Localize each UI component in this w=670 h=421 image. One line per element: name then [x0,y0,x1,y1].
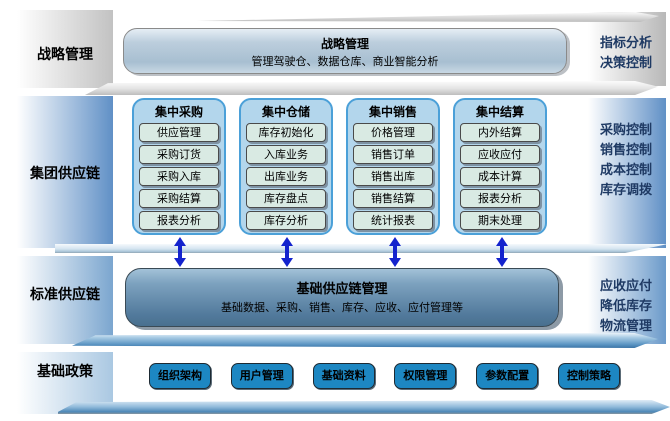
policy-button-org-structure: 组织架构 [149,363,211,389]
side-note-line: 降低库存 [599,299,652,314]
module-chip: 库存分析 [246,211,326,230]
module-chip: 期末处理 [460,211,540,230]
column-central-settlement: 集中结算 内外结算 应收应付 成本计算 报表分析 期末处理 [453,98,547,235]
base-box-subtitle: 基础数据、采购、销售、库存、应收、应付管理等 [221,301,463,314]
side-note-line: 库存调拨 [599,183,652,198]
module-chip: 销售订单 [353,145,433,164]
left-band-standard [17,256,113,344]
side-note-line: 指标分析 [599,36,652,51]
policy-button-permission-management: 权限管理 [394,363,457,389]
left-band-group [17,96,113,248]
double-arrow-icon [281,237,293,267]
module-chip: 入库业务 [246,145,326,164]
module-chip: 内外结算 [460,123,540,142]
strategy-management-box: 战略管理 管理驾驶仓、数据仓库、商业智能分析 [123,28,567,74]
divider-group-standard [55,244,668,253]
column-title: 集中仓储 [261,105,310,119]
side-note-strategy: 指标分析 决策控制 [586,34,666,74]
divider-strategy-group [85,81,658,95]
base-box-title: 基础供应链管理 [296,282,388,297]
base-supply-chain-box: 基础供应链管理 基础数据、采购、销售、库存、应收、应付管理等 [125,268,559,327]
right-band-group [588,98,666,248]
module-chip: 价格管理 [353,123,433,142]
side-note-line: 成本控制 [599,163,652,178]
column-title: 集中结算 [475,105,524,119]
side-note-line: 销售控制 [599,143,652,158]
module-chip: 采购结算 [139,189,219,208]
module-chip: 销售出库 [353,167,433,186]
side-note-line: 应收应付 [599,279,652,294]
column-central-purchasing: 集中采购 供应管理 采购订货 采购入库 采购结算 报表分析 [132,98,226,235]
policy-button-basic-data: 基础资料 [312,363,375,389]
strategy-box-title: 战略管理 [320,37,369,51]
right-band-strategy [588,12,666,86]
left-band-strategy [17,10,113,88]
module-chip: 出库业务 [246,167,326,186]
right-band-standard [588,256,666,344]
side-note-group: 采购控制 销售控制 成本控制 库存调拨 [586,121,666,201]
double-arrow-icon [174,237,186,267]
row-label-standard-supply-chain: 标准供应链 [30,287,100,303]
policy-button-control-strategy: 控制策略 [557,363,620,389]
column-title: 集中销售 [368,105,417,119]
policy-button-row: 组织架构 用户管理 基础资料 权限管理 参数配置 控制策略 [149,363,620,389]
module-chip: 成本计算 [460,167,540,186]
side-note-standard: 应收应付 降低库存 物流管理 [586,277,666,337]
module-chip: 报表分析 [139,211,219,230]
column-central-sales: 集中销售 价格管理 销售订单 销售出库 销售结算 统计报表 [346,98,440,235]
module-chip: 库存初始化 [246,123,326,142]
divider-top-edge [197,12,659,22]
row-label-basic-policy: 基础政策 [37,364,93,380]
row-label-group-supply-chain: 集团供应链 [30,166,100,182]
side-note-line: 决策控制 [599,56,652,71]
module-chip: 库存盘点 [246,189,326,208]
column-central-warehousing: 集中仓储 库存初始化 入库业务 出库业务 库存盘点 库存分析 [239,98,333,235]
policy-button-parameter-config: 参数配置 [476,363,539,389]
module-chip: 应收应付 [460,145,540,164]
double-arrow-icon [496,237,508,267]
module-chip: 销售结算 [353,189,433,208]
strategy-box-subtitle: 管理驾驶仓、数据仓库、商业智能分析 [251,55,439,68]
module-chip: 供应管理 [139,123,219,142]
module-chip: 采购入库 [139,167,219,186]
row-label-strategy: 战略管理 [37,47,93,63]
divider-bottom-edge [58,400,670,414]
module-chip: 采购订货 [139,145,219,164]
column-title: 集中采购 [154,105,203,119]
side-note-line: 物流管理 [599,319,652,334]
module-chip: 报表分析 [460,189,540,208]
side-note-line: 采购控制 [599,123,652,138]
policy-button-user-management: 用户管理 [230,363,293,389]
double-arrow-icon [389,237,401,267]
divider-standard-policy [72,333,658,348]
module-chip: 统计报表 [353,211,433,230]
